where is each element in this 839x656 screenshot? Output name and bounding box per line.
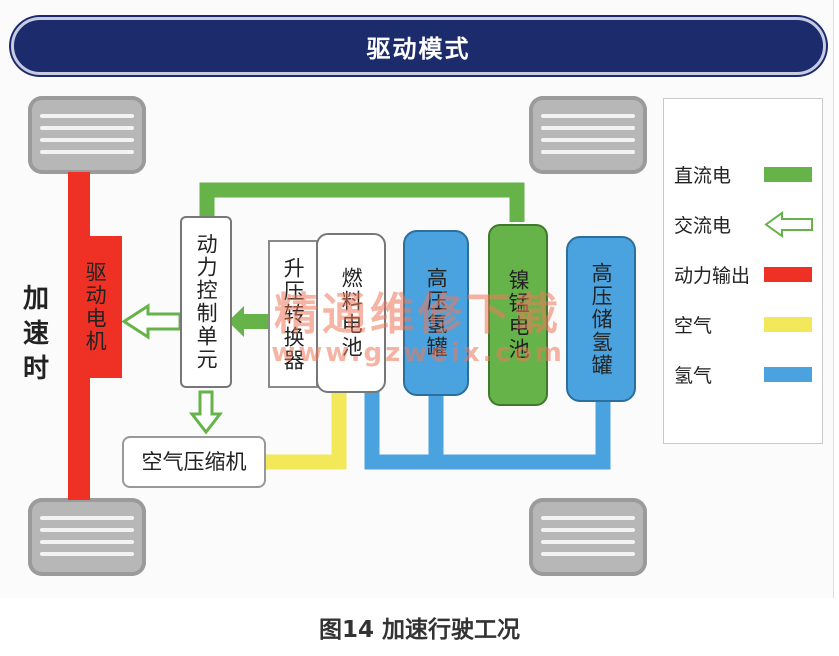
legend-item-power: 动力输出 [664, 259, 824, 289]
legend-item-ac: 交流电 [664, 209, 824, 239]
legend-swatch-power [764, 267, 812, 282]
mode-title: 驱动模式 [366, 34, 471, 63]
legend-swatch-ac-arrow-icon [764, 211, 813, 238]
legend-swatch-hydrogen [764, 367, 812, 382]
ac-arrow-motor [121, 303, 182, 340]
ac-arrow-compressor [188, 390, 224, 435]
rear-left-wheel [28, 498, 146, 576]
front-left-wheel [28, 96, 146, 174]
fuel-cell: 燃料电池 [316, 233, 386, 393]
legend-item-dc: 直流电 [664, 159, 824, 189]
rear-right-wheel [529, 498, 647, 576]
power-control-unit: 动力控制单元 [180, 216, 232, 388]
air-line [266, 390, 347, 470]
legend-swatch-air [764, 317, 812, 332]
boost-converter: 升压转换器 [268, 240, 318, 388]
mode-title-bar: 驱动模式 [11, 17, 826, 75]
acceleration-label: 加 速 时 [22, 284, 49, 385]
legend-item-air: 空气 [664, 309, 824, 339]
dc-arrow [228, 306, 244, 337]
legend: 直流电 交流电 动力输出 空气 氢气 [663, 98, 823, 444]
nickel-manganese-battery: 镍锰电池 [488, 224, 548, 406]
front-right-wheel [529, 96, 647, 174]
high-pressure-hydrogen-storage-tank-right: 高压储氢罐 [566, 236, 636, 402]
dc-line [199, 182, 525, 222]
legend-item-hydrogen: 氢气 [664, 359, 824, 389]
air-compressor: 空气压缩机 [122, 436, 266, 488]
hydrogen-line [364, 388, 611, 470]
high-pressure-hydrogen-tank-left: 高压氢罐 [403, 230, 469, 396]
figure-caption: 图14 加速行驶工况 [318, 617, 520, 643]
dc-line-boost [242, 314, 268, 329]
legend-swatch-dc [764, 167, 812, 182]
drive-motor: 驱动电机 [68, 236, 122, 378]
